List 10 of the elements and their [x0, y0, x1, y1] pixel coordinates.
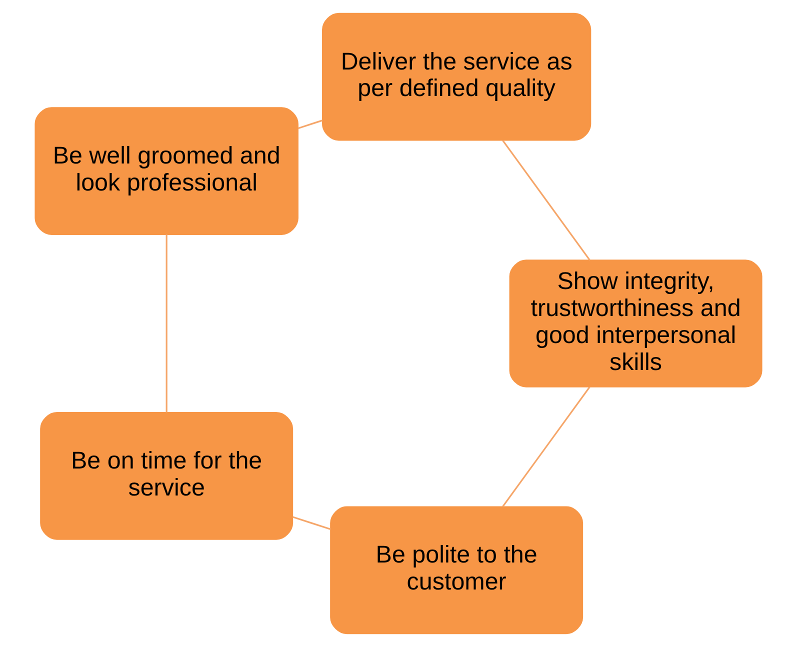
- connector: [292, 516, 331, 530]
- node-box: Be well groomed and look professional: [34, 107, 298, 235]
- node-box: Show integrity, trustworthiness and good interpersonal skills: [509, 260, 762, 388]
- node-box: Deliver the service as per defined quality: [322, 12, 592, 141]
- connector: [502, 140, 590, 261]
- connector: [166, 234, 168, 412]
- connector: [502, 386, 590, 508]
- node-box: Be on time for the service: [40, 412, 294, 540]
- node-box: Be polite to the customer: [330, 506, 584, 634]
- connector: [298, 120, 323, 130]
